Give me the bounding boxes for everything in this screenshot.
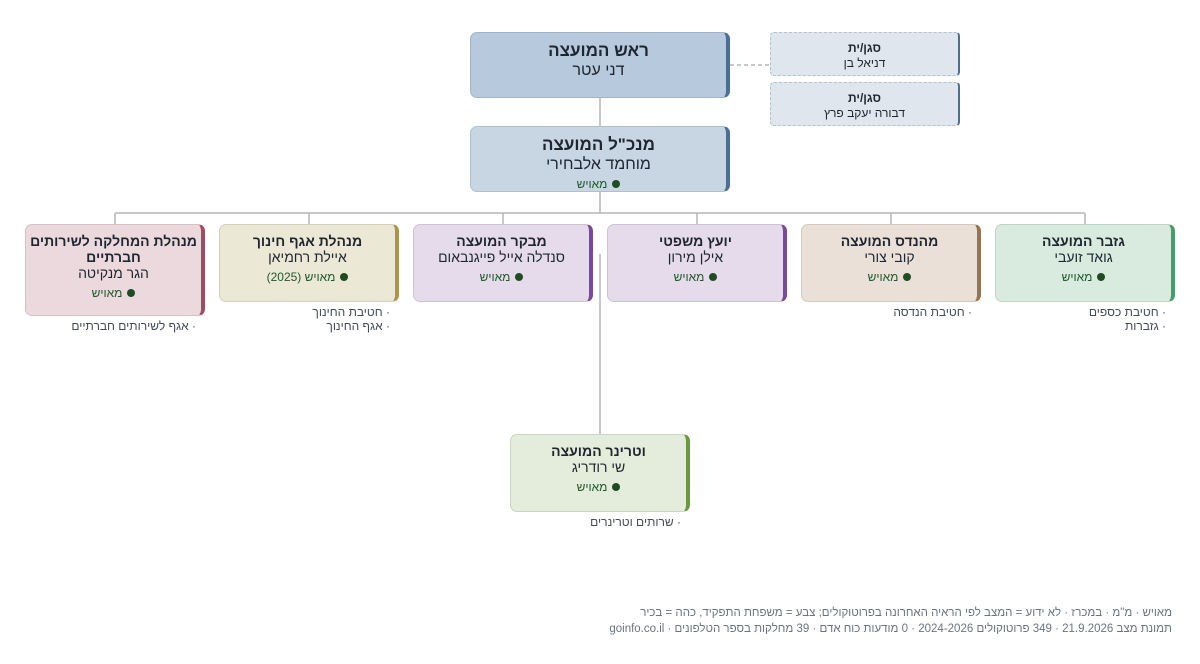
status-dot <box>903 273 912 281</box>
auditor-person: סנדלה אייל פייגנבאום <box>438 249 565 265</box>
social-person: הגר מנקיטה <box>78 265 149 281</box>
vet-status: מאויש <box>511 479 686 495</box>
auditor-title: מבקר המועצה <box>456 233 547 249</box>
deputy-1-title: סגן/ית <box>847 41 882 55</box>
vet-title: וטרינר המועצה <box>551 443 646 459</box>
department-item[interactable]: חטיבת הנדסה <box>893 305 972 319</box>
node-head[interactable]: ראש המועצה דני עטר <box>470 32 730 98</box>
status-dot <box>340 273 349 281</box>
status-dot <box>127 289 136 297</box>
legal-person: אילן מירון <box>667 249 724 265</box>
engineer-person: קובי צורי <box>864 249 915 265</box>
vet-departments: שרותים וטרינרים <box>590 515 681 529</box>
status-dot <box>612 483 621 491</box>
department-item[interactable]: אגף לשירותים חברתיים <box>71 319 196 333</box>
department-item[interactable]: גזברות <box>1089 319 1166 333</box>
education-status-text: מאויש (2025) <box>266 270 336 284</box>
deputy-1-person: דניאל בן <box>843 56 886 70</box>
auditor-status: מאויש <box>414 269 589 285</box>
head-title: ראש המועצה <box>548 41 649 60</box>
ceo-status-text: מאויש <box>576 177 608 191</box>
department-item[interactable]: חטיבת כספים <box>1089 305 1166 319</box>
node-auditor[interactable]: מבקר המועצה סנדלה אייל פייגנבאום מאויש <box>413 224 593 302</box>
treasurer-departments: חטיבת כספים גזברות <box>1089 305 1166 333</box>
deputy-2-title: סגן/ית <box>847 91 882 105</box>
status-dot <box>1097 273 1106 281</box>
treasurer-person: גואד זועבי <box>1054 249 1113 265</box>
treasurer-status-text: מאויש <box>1061 270 1093 284</box>
node-legal[interactable]: יועץ משפטי אילן מירון מאויש <box>607 224 787 302</box>
ceo-status: מאויש <box>471 176 726 192</box>
node-social[interactable]: מנהלת המחלקה לשירותים חברתיים הגר מנקיטה… <box>25 224 205 316</box>
legend-note: מאויש · מ"מ · במכרז · לא ידוע = המצב לפי… <box>640 607 1172 619</box>
engineer-status-text: מאויש <box>867 270 899 284</box>
node-engineer[interactable]: מהנדס המועצה קובי צורי מאויש <box>801 224 981 302</box>
deputy-1[interactable]: סגן/ית דניאל בן <box>770 32 960 76</box>
ceo-person: מוחמד אלבחירי <box>546 156 651 173</box>
legal-status: מאויש <box>608 269 783 285</box>
education-person: איילת רחמיאן <box>268 249 347 265</box>
node-ceo[interactable]: מנכ"ל המועצה מוחמד אלבחירי מאויש <box>470 126 730 192</box>
treasurer-status: מאויש <box>996 269 1171 285</box>
node-treasurer[interactable]: גזבר המועצה גואד זועבי מאויש <box>995 224 1175 302</box>
vet-status-text: מאויש <box>576 480 608 494</box>
social-departments: אגף לשירותים חברתיים <box>71 319 196 333</box>
auditor-status-text: מאויש <box>479 270 511 284</box>
head-person: דני עטר <box>572 62 625 79</box>
node-education[interactable]: מנהלת אגף חינוך איילת רחמיאן מאויש (2025… <box>219 224 399 302</box>
node-vet[interactable]: וטרינר המועצה שי רודריג מאויש <box>510 434 690 512</box>
social-status: מאויש <box>26 285 201 301</box>
deputy-2[interactable]: סגן/ית דבורה יעקב פרץ <box>770 82 960 126</box>
department-item[interactable]: חטיבת החינוך <box>312 305 390 319</box>
education-status: מאויש (2025) <box>220 269 395 285</box>
legal-status-text: מאויש <box>673 270 705 284</box>
snapshot-note: תמונת מצב 21.9.2026 · 349 פרוטוקולים 202… <box>609 623 1172 635</box>
vet-person: שי רודריג <box>571 459 626 475</box>
education-departments: חטיבת החינוך אגף החינוך <box>312 305 390 333</box>
engineer-status: מאויש <box>802 269 977 285</box>
status-dot <box>612 180 621 188</box>
legal-title: יועץ משפטי <box>659 233 732 249</box>
ceo-title: מנכ"ל המועצה <box>542 135 655 154</box>
social-title: מנהלת המחלקה לשירותים חברתיים <box>30 233 197 265</box>
engineer-departments: חטיבת הנדסה <box>893 305 972 319</box>
treasurer-title: גזבר המועצה <box>1042 233 1125 249</box>
education-title: מנהלת אגף חינוך <box>252 233 363 249</box>
engineer-title: מהנדס המועצה <box>840 233 939 249</box>
department-item[interactable]: שרותים וטרינרים <box>590 515 681 529</box>
deputy-2-person: דבורה יעקב פרץ <box>823 106 906 120</box>
status-dot <box>515 273 524 281</box>
department-item[interactable]: אגף החינוך <box>312 319 390 333</box>
status-dot <box>709 273 718 281</box>
social-status-text: מאויש <box>91 286 123 300</box>
